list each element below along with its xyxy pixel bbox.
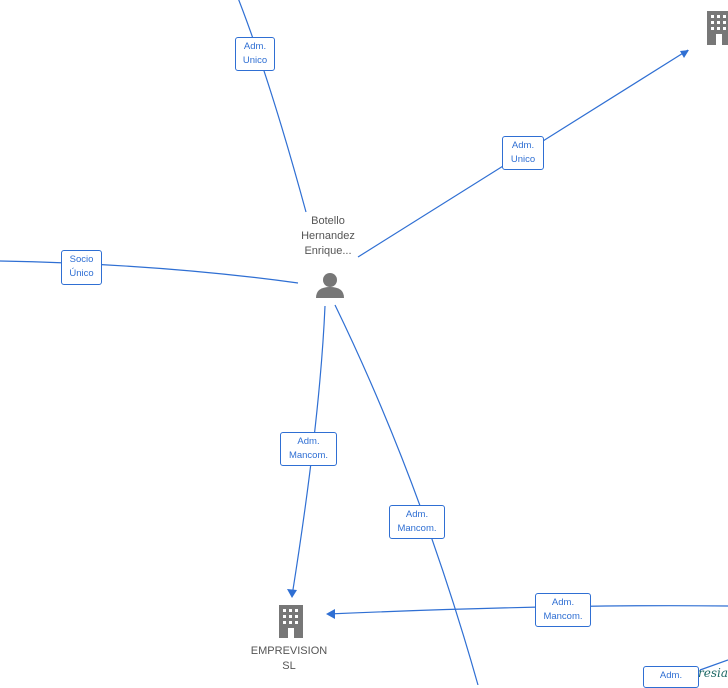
arrowhead-topright bbox=[680, 50, 689, 58]
building-icon-topright[interactable] bbox=[707, 11, 728, 45]
building-icon[interactable] bbox=[279, 605, 303, 638]
edge-adm-bottomright[interactable] bbox=[699, 659, 728, 671]
edge-adm-mancom-down[interactable] bbox=[334, 304, 479, 685]
edge-label-adm-mancom-down[interactable]: Adm. Mancom. bbox=[389, 505, 445, 539]
arrowhead-emprevision-right bbox=[326, 609, 335, 619]
arrowhead-emprevision bbox=[287, 589, 297, 598]
watermark-text: resia bbox=[698, 666, 728, 680]
edge-socio-unico[interactable] bbox=[0, 260, 299, 284]
edge-adm-mancom-right[interactable] bbox=[327, 605, 728, 615]
person-label: Botello Hernandez Enrique... bbox=[301, 215, 355, 257]
edge-label-adm-mancom-emprevision[interactable]: Adm. Mancom. bbox=[280, 432, 337, 466]
edge-label-adm-unico-topright[interactable]: Adm. Unico bbox=[502, 136, 544, 170]
edge-label-adm-mancom-right[interactable]: Adm. Mancom. bbox=[535, 593, 591, 627]
edge-label-adm-unico-top[interactable]: Adm. Unico bbox=[235, 37, 275, 71]
edge-label-socio-unico[interactable]: Socio Único bbox=[61, 250, 102, 285]
person-icon[interactable] bbox=[316, 273, 344, 298]
edge-adm-unico-top[interactable] bbox=[238, 0, 307, 213]
company-label-emprevision: EMPREVISION SL bbox=[250, 645, 328, 672]
